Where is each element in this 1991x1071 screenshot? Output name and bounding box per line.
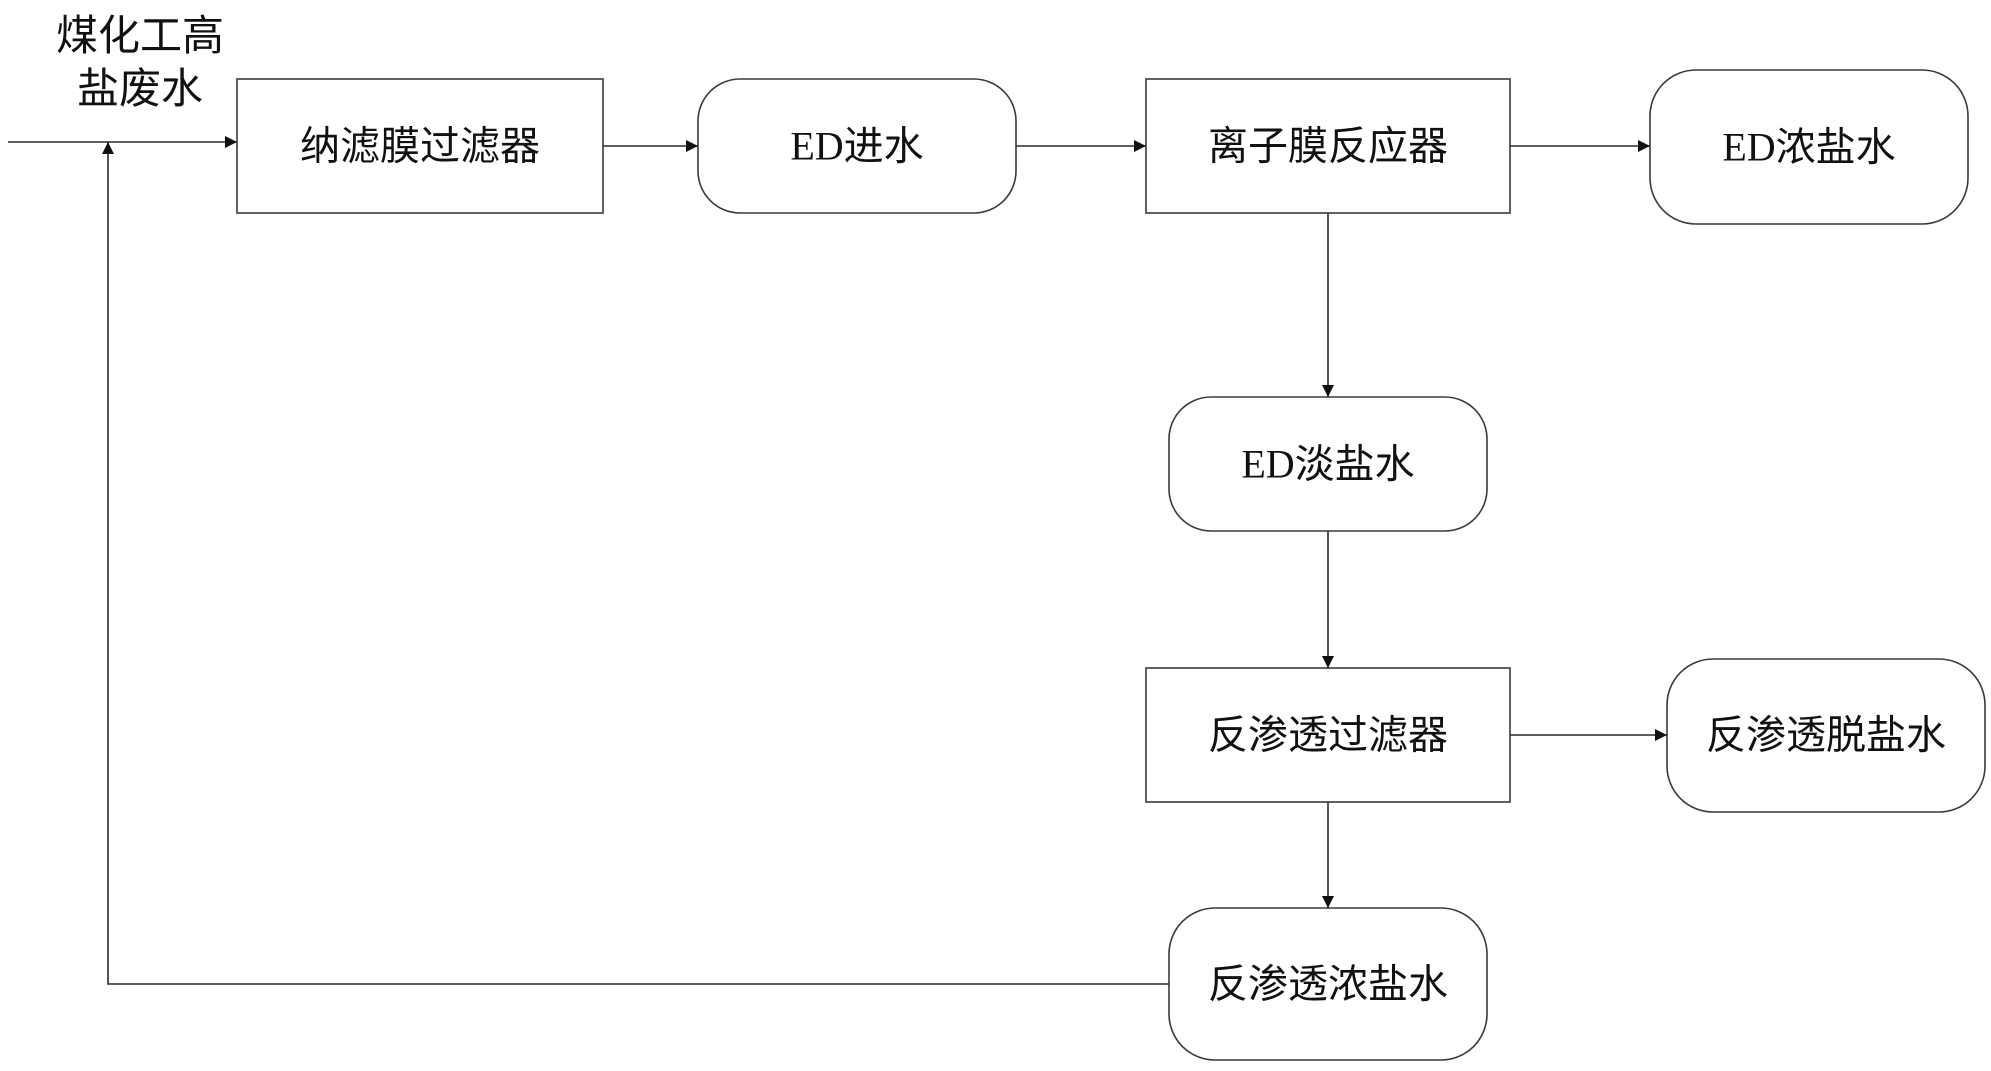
source-label-line2: 盐废水 <box>77 67 203 113</box>
ed-concentrate-node: ED浓盐水 <box>1649 69 1969 225</box>
ion-membrane-reactor-label: 离子膜反应器 <box>1208 124 1448 169</box>
ro-filter-label: 反渗透过滤器 <box>1208 713 1448 758</box>
ed-concentrate-label: ED浓盐水 <box>1722 125 1895 170</box>
ro-desalted-water-node: 反渗透脱盐水 <box>1666 658 1986 813</box>
ion-membrane-reactor-node: 离子膜反应器 <box>1145 78 1511 214</box>
ro-desalted-water-label: 反渗透脱盐水 <box>1706 713 1946 758</box>
ro-concentrate-label: 反渗透浓盐水 <box>1208 962 1448 1007</box>
ed-dilute-node: ED淡盐水 <box>1168 396 1488 532</box>
ro-concentrate-node: 反渗透浓盐水 <box>1168 907 1488 1061</box>
ed-feed-water-node: ED进水 <box>697 78 1017 214</box>
ed-feed-water-label: ED进水 <box>790 124 923 169</box>
ro-filter-node: 反渗透过滤器 <box>1145 667 1511 803</box>
nanofiltration-filter-label: 纳滤膜过滤器 <box>300 124 540 169</box>
nanofiltration-filter-node: 纳滤膜过滤器 <box>236 78 604 214</box>
arrow-ro-concentrate-recycle-to-source <box>102 142 1169 985</box>
ed-dilute-label: ED淡盐水 <box>1241 442 1414 487</box>
source-label-line1: 煤化工高 <box>56 14 224 60</box>
